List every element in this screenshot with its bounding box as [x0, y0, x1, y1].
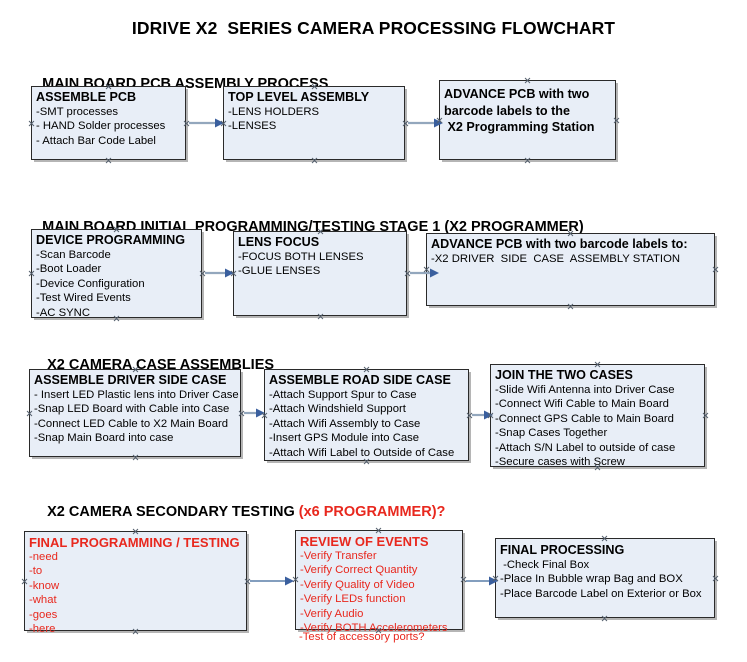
box-line: -Verify Audio [300, 607, 364, 620]
box-title: ASSEMBLE PCB [36, 90, 137, 104]
box-line: -here [29, 623, 56, 636]
box-advance-pcb-programming-station[interactable]: ADVANCE PCB with two barcode labels to t… [439, 80, 616, 160]
box-line: -Check Final Box [500, 559, 590, 571]
box-lens-focus[interactable]: LENS FOCUS -FOCUS BOTH LENSES -GLUE LENS… [233, 231, 407, 316]
box-assemble-road-side-case[interactable]: ASSEMBLE ROAD SIDE CASE -Attach Support … [264, 369, 469, 461]
box-advance-pcb-driver-side[interactable]: ADVANCE PCB with two barcode labels to: … [426, 233, 715, 306]
box-title: ADVANCE PCB with two [444, 87, 590, 101]
box-final-programming-testing[interactable]: FINAL PROGRAMMING / TESTING -need -to -k… [24, 531, 247, 635]
box-title: LENS FOCUS [238, 235, 320, 249]
connector-arrow [189, 118, 224, 128]
box-title: ASSEMBLE DRIVER SIDE CASE [34, 373, 227, 387]
box-line: -Snap Cases Together [495, 427, 608, 440]
box-line: -Verify LEDs function [300, 593, 406, 606]
box-title: ADVANCE PCB with two barcode labels to: [431, 237, 688, 251]
box-title: JOIN THE TWO CASES [495, 368, 633, 382]
box-line: -Verify Quality of Video [300, 578, 415, 591]
connector-arrow [244, 408, 265, 418]
connector-arrow [205, 268, 234, 278]
box-overflow-line: -Test of accessory ports? [299, 631, 425, 643]
page-title: IDRIVE X2 SERIES CAMERA PROCESSING FLOWC… [131, 18, 616, 38]
box-line: -Scan Barcode [36, 249, 111, 261]
box-line: -Device Configuration [36, 277, 145, 290]
box-final-processing[interactable]: FINAL PROCESSING -Check Final Box -Place… [495, 538, 715, 618]
box-line: -LENS HOLDERS [228, 106, 320, 118]
box-line: -to [29, 565, 43, 578]
section-heading-x2-camera-secondary-testing: X2 CAMERA SECONDARY TESTING (x6 PROGRAMM… [31, 488, 445, 536]
box-line: -what [29, 594, 57, 607]
box-line: -Verify Transfer [300, 550, 377, 562]
box-title: REVIEW OF EVENTS [300, 534, 429, 549]
box-line: -Place In Bubble wrap Bag and BOX [500, 573, 683, 586]
box-title: FINAL PROGRAMMING / TESTING [29, 535, 240, 550]
box-title: X2 Programming Station [444, 120, 595, 134]
box-line: -Boot Loader [36, 263, 102, 276]
box-title: DEVICE PROGRAMMING [36, 233, 186, 247]
box-device-programming[interactable]: DEVICE PROGRAMMING -Scan Barcode -Boot L… [31, 229, 202, 319]
box-line: -FOCUS BOTH LENSES [238, 251, 364, 263]
connector-arrow [410, 268, 439, 278]
box-line: - HAND Solder processes [36, 120, 166, 133]
connector-arrow [466, 576, 498, 586]
box-line: -know [29, 579, 60, 592]
box-line: - Insert LED Plastic lens into Driver Ca… [34, 389, 239, 401]
box-line: -Slide Wifi Antenna into Driver Case [495, 384, 675, 396]
box-line: -Verify BOTH Accelerometers [300, 622, 448, 635]
box-title: barcode labels to the [444, 103, 570, 118]
box-line: -Connect LED Cable to X2 Main Board [34, 417, 229, 430]
box-line: -Attach Wifi Assembly to Case [269, 417, 421, 430]
box-line: - Attach Bar Code Label [36, 134, 156, 147]
box-line: -Snap Main Board into case [34, 432, 174, 445]
box-title: TOP LEVEL ASSEMBLY [228, 90, 370, 104]
box-line: -Attach Windshield Support [269, 403, 406, 416]
box-line: -Insert GPS Module into Case [269, 432, 420, 445]
box-line: -Verify Correct Quantity [300, 564, 418, 577]
box-line: -Place Barcode Label on Exterior or Box [500, 587, 702, 600]
box-line: -SMT processes [36, 106, 119, 118]
section-heading-text: X2 CAMERA SECONDARY TESTING [47, 504, 299, 520]
box-line: -AC SYNC [36, 306, 90, 319]
box-line: -LENSES [228, 120, 277, 133]
connector-arrow [472, 410, 493, 420]
box-title: ASSEMBLE ROAD SIDE CASE [269, 373, 451, 387]
connector-arrow [250, 576, 294, 586]
box-assemble-driver-side-case[interactable]: ASSEMBLE DRIVER SIDE CASE - Insert LED P… [29, 369, 241, 457]
box-line: -Test Wired Events [36, 292, 131, 305]
box-line: -need [29, 551, 58, 563]
box-line: -X2 DRIVER SIDE CASE ASSEMBLY STATION [431, 253, 681, 265]
box-join-the-two-cases[interactable]: JOIN THE TWO CASES -Slide Wifi Antenna i… [490, 364, 705, 469]
connector-arrow [408, 118, 443, 128]
box-review-of-events[interactable]: REVIEW OF EVENTS -Verify Transfer -Verif… [295, 530, 463, 634]
box-line: -goes [29, 608, 58, 621]
box-line: -GLUE LENSES [238, 265, 321, 278]
box-title: FINAL PROCESSING [500, 543, 625, 557]
box-line: -Secure cases with Screw [495, 456, 625, 469]
box-top-level-assembly[interactable]: TOP LEVEL ASSEMBLY -LENS HOLDERS -LENSES [223, 86, 405, 160]
box-line: -Attach Support Spur to Case [269, 389, 417, 401]
box-line: -Snap LED Board with Cable into Case [34, 403, 230, 416]
section-heading-accent: (x6 PROGRAMMER)? [298, 504, 446, 520]
box-line: -Connect Wifi Cable to Main Board [495, 398, 669, 411]
box-line: -Connect GPS Cable to Main Board [495, 412, 674, 425]
box-line: -Attach S/N Label to outside of case [495, 441, 676, 454]
box-assemble-pcb[interactable]: ASSEMBLE PCB -SMT processes - HAND Solde… [31, 86, 186, 160]
box-line: -Attach Wifi Label to Outside of Case [269, 446, 455, 459]
